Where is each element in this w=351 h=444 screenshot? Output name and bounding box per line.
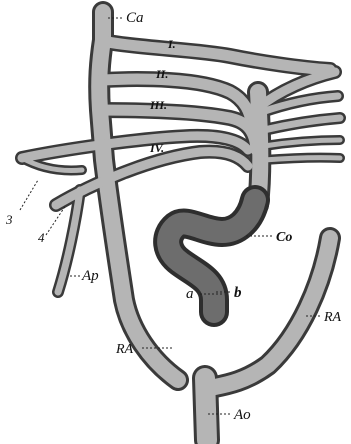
label-arch-2: II. [155,67,168,81]
label-3: 3 [5,212,13,227]
label-4: 4 [38,230,45,245]
label-ra-left: RA [115,342,134,357]
label-ao: Ao [233,407,251,423]
label-b: b [234,285,242,301]
label-arch-3: III. [149,98,167,112]
label-arch-4: IV. [149,141,164,155]
label-co: Co [276,230,292,245]
label-ca: Ca [126,10,144,26]
label-ra-right: RA [323,310,342,325]
heart-conus [168,200,255,312]
label-arch-1: I. [167,37,176,51]
label-a: a [186,286,194,302]
label-ap: Ap [81,268,99,284]
